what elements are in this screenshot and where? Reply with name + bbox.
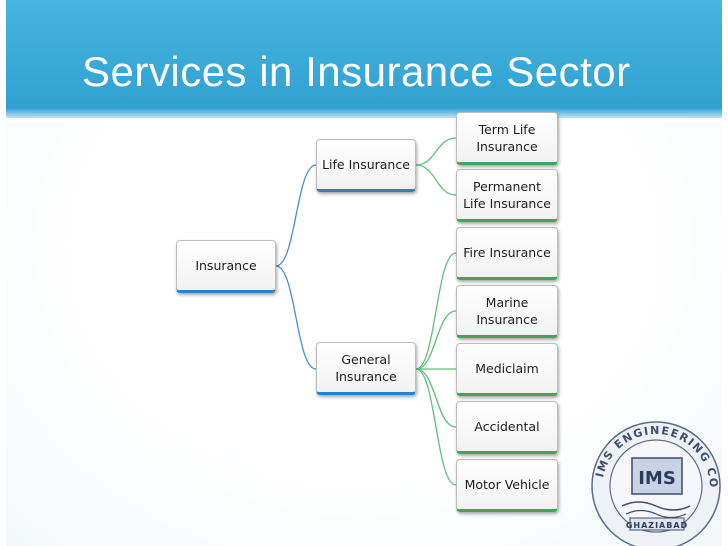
node-fire-insurance: Fire Insurance [456, 227, 558, 280]
node-marine-insurance: Marine Insurance [456, 285, 558, 338]
node-label: Motor Vehicle [464, 477, 550, 492]
node-label: Life Insurance [322, 157, 410, 172]
node-permanent-life-insurance: Permanent Life Insurance [456, 169, 558, 222]
node-insurance: Insurance [176, 240, 276, 293]
left-margin-strip [0, 0, 6, 546]
connector-root-life [275, 164, 317, 267]
node-life-insurance: Life Insurance [316, 139, 416, 192]
connector-general-accidental [415, 368, 457, 428]
logo-wave-line [621, 501, 691, 511]
title-banner: Services in Insurance Sector [0, 0, 728, 118]
connector-general-fire [415, 252, 457, 370]
slide-title: Services in Insurance Sector [82, 48, 631, 95]
node-label: Accidental [474, 419, 540, 434]
node-accidental: Accidental [456, 401, 558, 454]
node-label: Insurance [195, 258, 257, 273]
node-label: Marine Insurance [476, 294, 538, 327]
node-general-insurance: General Insurance [316, 342, 416, 395]
node-term-life-insurance: Term Life Insurance [456, 112, 558, 165]
right-margin-strip [722, 0, 728, 546]
node-motor-vehicle: Motor Vehicle [456, 459, 558, 512]
node-label: Mediclaim [475, 361, 539, 376]
logo-bottom-text: GHAZIABAD [626, 521, 688, 530]
connector-life-permanent [415, 164, 457, 196]
college-logo: IMS ENGINEERING COLLEGE IMS GHAZIABAD [578, 418, 721, 546]
logo-wave-line-2 [625, 509, 687, 519]
connector-general-motor [415, 368, 457, 486]
node-label: Permanent Life Insurance [463, 178, 551, 211]
node-mediclaim: Mediclaim [456, 343, 558, 396]
logo-center-shield [631, 457, 683, 495]
node-label: General Insurance [335, 351, 397, 384]
logo-bottom-band [629, 517, 685, 531]
connector-root-general [275, 265, 317, 370]
connector-life-term [415, 137, 457, 166]
logo-center-text: IMS [638, 468, 676, 489]
node-label: Term Life Insurance [476, 121, 538, 154]
node-label: Fire Insurance [463, 245, 551, 260]
connector-general-marine [415, 310, 457, 370]
